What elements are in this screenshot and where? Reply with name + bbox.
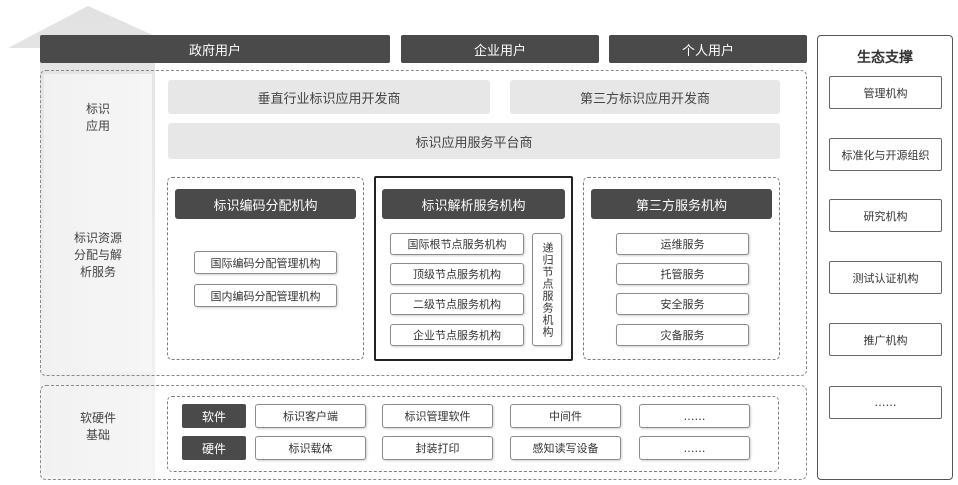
identification-app-label-line: 标识 [85,102,110,116]
third-party-service-title: 第三方服务机构 [591,189,772,219]
third-party-item-hosting: 托管服务 [616,263,749,285]
ecosystem-item-standards: 标准化与开源组织 [829,138,942,171]
resolution-service-title: 标识解析服务机构 [382,189,565,219]
encoding-allocation-title: 标识编码分配机构 [175,189,356,219]
ecosystem-item-more: …… [829,386,942,419]
infra-inner-group [167,396,779,472]
resource-service-label-line: 分配与解 [73,247,122,262]
section-label-column [44,74,152,372]
identification-app-label-line: 应用 [85,119,110,133]
third-party-item-disaster-backup: 灾备服务 [616,324,749,346]
resolution-service-group [374,176,573,361]
resolution-item-enterprise: 企业节点服务机构 [390,324,524,346]
ecosystem-item-research: 研究机构 [829,199,942,232]
hardware-item: 封装打印 [382,436,493,460]
application-and-resource-section [40,70,807,376]
ecosystem-title: 生态支撑 [857,50,913,66]
infra-label-column [44,389,152,476]
ecosystem-item-testing: 测试认证机构 [829,261,942,294]
user-bar-government: 政府用户 [40,35,390,63]
encoding-item-domestic: 国内编码分配管理机构 [194,284,337,307]
third-party-developer: 第三方标识应用开发商 [510,80,780,114]
recursive-node-service: 递归节点服务机构 [532,233,562,346]
infra-label: 软硬件 基础 [44,407,152,447]
resolution-item-top-level: 顶级节点服务机构 [390,263,524,285]
resolution-item-secondary: 二级节点服务机构 [390,293,524,315]
third-party-service-group [583,177,780,360]
software-tag: 软件 [182,404,246,428]
infra-label-line: 基础 [85,428,110,442]
infra-label-line: 软硬件 [79,411,116,425]
user-bar-individual: 个人用户 [609,35,807,63]
software-item: 标识管理软件 [382,404,493,428]
third-party-item-ops: 运维服务 [616,233,749,255]
hardware-item: …… [639,436,750,460]
software-item: …… [639,404,750,428]
software-item: 中间件 [510,404,621,428]
resource-service-label-line: 标识资源 [73,230,122,245]
user-bar-enterprise: 企业用户 [401,35,599,63]
hardware-item: 感知读写设备 [510,436,621,460]
hardware-item: 标识载体 [255,436,366,460]
ecosystem-item-promotion: 推广机构 [829,323,942,356]
resource-service-label-line: 析服务 [79,264,116,279]
hardware-software-section [40,385,807,480]
resolution-item-root: 国际根节点服务机构 [390,233,524,255]
resource-service-label: 标识资源 分配与解 析服务 [44,225,152,285]
ecosystem-item-management: 管理机构 [829,76,942,109]
vertical-industry-developer: 垂直行业标识应用开发商 [168,80,490,114]
identification-app-label: 标识 应用 [44,94,152,142]
encoding-allocation-group [167,177,364,360]
hardware-tag: 硬件 [182,436,246,460]
platform-provider: 标识应用服务平台商 [168,123,780,159]
third-party-item-security: 安全服务 [616,293,749,315]
software-item: 标识客户端 [255,404,366,428]
encoding-item-international: 国际编码分配管理机构 [194,251,337,274]
